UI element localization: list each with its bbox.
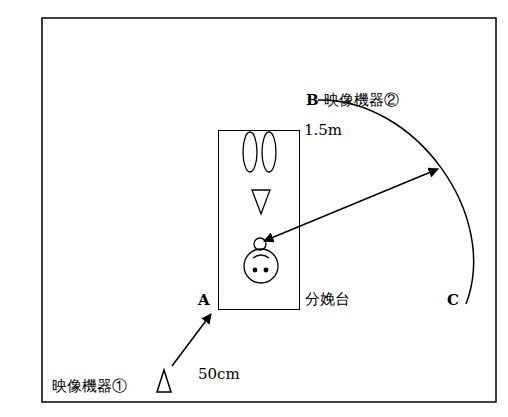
dimension-label: 50cm — [198, 366, 240, 383]
camera-label: 映像機器① — [52, 378, 127, 395]
point-label: C — [447, 292, 459, 309]
camera-symbol — [157, 370, 171, 392]
room-frame — [42, 18, 496, 402]
point-label: A — [198, 292, 210, 309]
patient-figure — [243, 132, 278, 283]
table-label: 分娩台 — [305, 291, 350, 308]
dimension-label: 1.5m — [304, 122, 342, 139]
point-label: B — [306, 92, 319, 109]
delivery-table: 分娩台 — [218, 130, 300, 310]
camera-arrow — [172, 314, 211, 366]
camera-label: 映像機器② — [324, 92, 399, 109]
distance-arrow — [264, 169, 438, 241]
